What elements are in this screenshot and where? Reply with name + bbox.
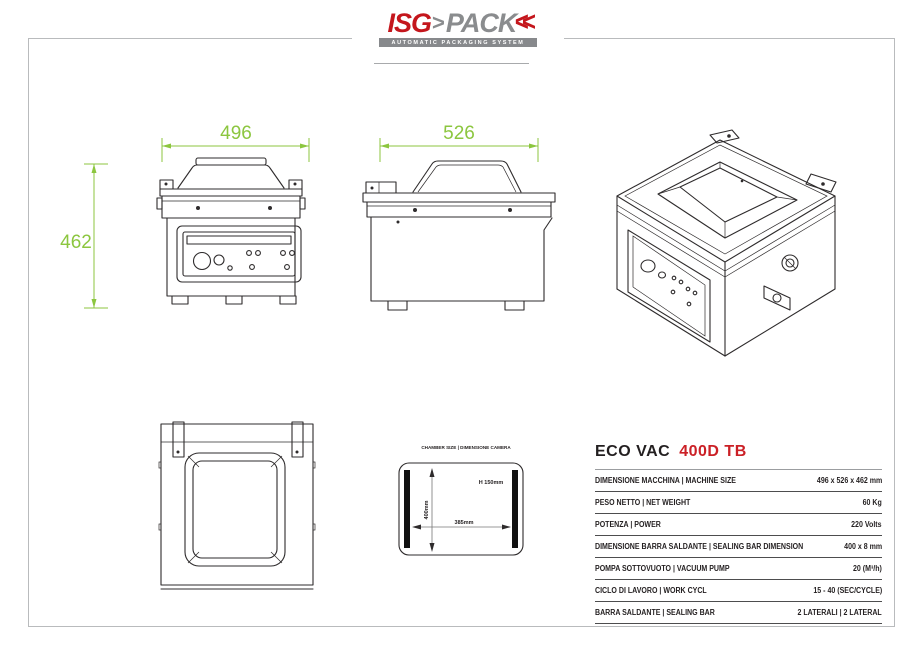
spec-label: POTENZA | POWER [595, 520, 661, 529]
spec-label: DIMENSIONE MACCHINA | MACHINE SIZE [595, 476, 736, 485]
side-depth-label: 526 [443, 123, 475, 144]
sealing-bar-left [404, 470, 410, 548]
spec-row-sealing-bar-count: BARRA SALDANTE | SEALING BAR 2 LATERALI … [595, 602, 882, 624]
spec-value: 15 - 40 (SEC/CYCLE) [813, 586, 882, 595]
title-divider [595, 469, 882, 470]
double-chevron-left-icon: << [514, 7, 535, 38]
top-view-drawing [158, 421, 316, 590]
spec-row-power: POTENZA | POWER 220 Volts [595, 514, 882, 536]
spec-label: CICLO DI LAVORO | WORK CYCL [595, 586, 707, 595]
front-width-label: 496 [220, 123, 252, 144]
spec-value: 60 Kg [862, 498, 882, 507]
model-code: 400D TB [679, 443, 747, 460]
chamber-title: CHAMBER SIZE | DIMENSIONE CAMERA [421, 445, 511, 450]
logo-tagline: AUTOMATIC PACKAGING SYSTEM [379, 38, 537, 47]
isgpack-logo: ISG > PACK << AUTOMATIC PACKAGING SYSTEM [352, 8, 564, 58]
logo-isg-text: ISG [387, 7, 433, 38]
spec-value: 400 x 8 mm [844, 542, 882, 551]
top-view-lid-frame [184, 452, 286, 567]
chamber-outline [398, 462, 524, 556]
logo-pack-text: PACK [445, 7, 518, 38]
iso-control-panel [627, 229, 711, 343]
spec-label: DIMENSIONE BARRA SALDANTE | SEALING BAR … [595, 542, 804, 551]
front-view-drawing: 496 462 [60, 123, 310, 309]
spec-value: 220 Volts [851, 520, 882, 529]
sealing-bar-right [512, 470, 518, 548]
spec-row-work-cycle: CICLO DI LAVORO | WORK CYCL 15 - 40 (SEC… [595, 580, 882, 602]
chamber-depth-arrow [429, 468, 435, 552]
spec-label: PESO NETTO | NET WEIGHT [595, 498, 691, 507]
spec-value: 2 LATERALI | 2 LATERAL [797, 608, 882, 617]
spec-row-vacuum-pump: POMPA SOTTOVUOTO | VACUUM PUMP 20 (M³/h) [595, 558, 882, 580]
chamber-width-arrow [412, 524, 511, 530]
front-height-dimension [84, 163, 108, 309]
spec-value: 496 x 526 x 462 mm [816, 476, 882, 485]
logo-underline [374, 63, 529, 64]
knob-icon [192, 251, 212, 271]
spec-label: BARRA SALDANTE | SEALING BAR [595, 608, 715, 617]
chamber-height-label: H 150mm [479, 480, 504, 486]
top-view-outline [158, 421, 316, 590]
spec-label: POMPA SOTTOVUOTO | VACUUM PUMP [595, 564, 730, 573]
front-machine-outline [156, 157, 306, 305]
chamber-size-diagram: CHAMBER SIZE | DIMENSIONE CAMERA 400mm 3… [398, 445, 524, 556]
isometric-view-drawing [616, 129, 837, 357]
front-control-panel [176, 225, 302, 283]
side-depth-dimension [379, 138, 539, 162]
front-height-label: 462 [60, 232, 92, 253]
model-name: ECO VAC [595, 443, 671, 460]
spec-row-sealing-bar-dimension: DIMENSIONE BARRA SALDANTE | SEALING BAR … [595, 536, 882, 558]
chamber-width-label: 385mm [455, 520, 474, 526]
chevron-right-icon: > [432, 10, 445, 35]
spec-value: 20 (M³/h) [853, 564, 882, 573]
spec-row-machine-size: DIMENSIONE MACCHINA | MACHINE SIZE 496 x… [595, 470, 882, 492]
chamber-depth-label: 400mm [424, 500, 430, 519]
side-machine-outline [362, 160, 556, 311]
spec-table: ECO VAC 400D TB DIMENSIONE MACCHINA | MA… [595, 443, 882, 624]
iso-vacuum-port [763, 254, 799, 311]
model-title: ECO VAC 400D TB [595, 443, 882, 465]
side-view-drawing: 526 [362, 123, 556, 311]
iso-machine-outline [616, 129, 837, 357]
front-width-dimension [161, 138, 310, 162]
logo-wordmark: ISG > PACK << [387, 7, 536, 38]
spec-row-net-weight: PESO NETTO | NET WEIGHT 60 Kg [595, 492, 882, 514]
